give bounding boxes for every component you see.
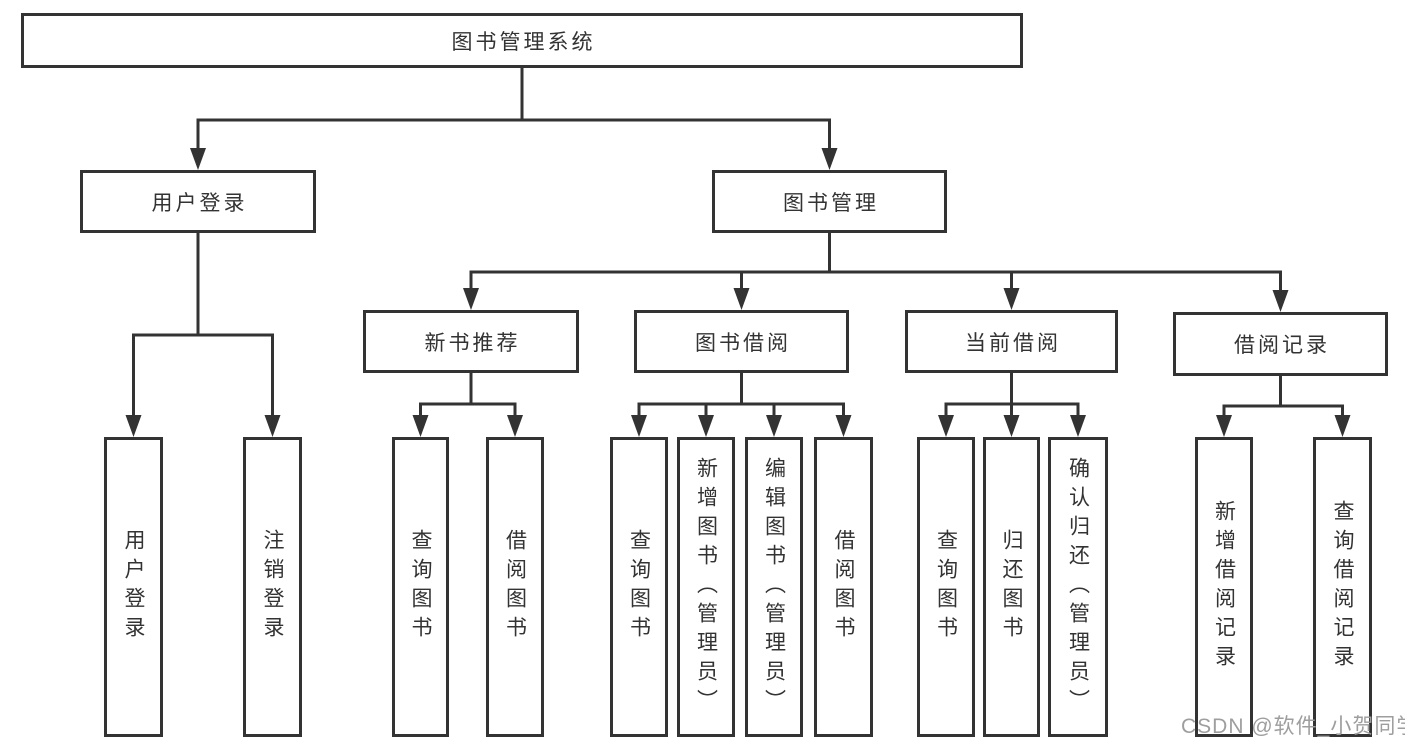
node-login: 用户登录 xyxy=(80,170,316,233)
node-label: 用户登录 xyxy=(151,191,248,215)
node-rec-1: 新增借阅记录 xyxy=(1195,437,1253,737)
arrowhead-icon xyxy=(1216,415,1232,437)
node-label: 查询图书 xyxy=(934,529,958,645)
node-label: 查询图书 xyxy=(627,529,651,645)
arrowhead-icon xyxy=(412,415,429,437)
node-borrow: 图书借阅 xyxy=(634,310,849,373)
node-cur-1: 查询图书 xyxy=(917,437,975,737)
node-label: 当前借阅 xyxy=(965,331,1061,355)
arrowhead-icon xyxy=(821,148,838,170)
node-cur-2: 归还图书 xyxy=(983,437,1040,737)
node-label: 借阅图书 xyxy=(832,529,855,645)
arrowhead-icon xyxy=(463,288,479,310)
node-label: 图书借阅 xyxy=(695,331,791,355)
node-records: 借阅记录 xyxy=(1173,312,1388,376)
arrowhead-icon xyxy=(766,415,782,437)
node-label: 新增图书（管理员） xyxy=(694,456,718,718)
node-label: 查询图书 xyxy=(409,529,432,645)
arrowhead-icon xyxy=(835,415,852,437)
node-login-2: 注销登录 xyxy=(243,437,302,737)
node-bor-3: 编辑图书（管理员） xyxy=(745,437,803,737)
arrowhead-icon xyxy=(125,415,142,437)
node-mgmt: 图书管理 xyxy=(712,170,947,233)
arrowhead-icon xyxy=(1334,415,1351,437)
arrowhead-icon xyxy=(938,415,954,437)
node-login-1: 用户登录 xyxy=(104,437,163,737)
node-label: 归还图书 xyxy=(1000,529,1023,645)
arrowhead-icon xyxy=(507,415,523,437)
node-newbook: 新书推荐 xyxy=(363,310,579,373)
node-label: 查询借阅记录 xyxy=(1331,500,1354,674)
node-new-2: 借阅图书 xyxy=(486,437,544,737)
node-label: 用户登录 xyxy=(122,529,145,645)
arrowhead-icon xyxy=(698,415,714,437)
arrowhead-icon xyxy=(190,148,206,170)
node-bor-4: 借阅图书 xyxy=(814,437,873,737)
node-label: 图书管理 xyxy=(783,191,879,215)
arrowhead-icon xyxy=(631,415,647,437)
node-new-1: 查询图书 xyxy=(392,437,449,737)
node-label: 确认归还（管理员） xyxy=(1066,456,1090,718)
node-rec-2: 查询借阅记录 xyxy=(1313,437,1372,737)
node-label: 借阅记录 xyxy=(1234,334,1330,357)
node-label: 新增借阅记录 xyxy=(1212,500,1236,674)
node-cur-3: 确认归还（管理员） xyxy=(1048,437,1108,737)
node-bor-1: 查询图书 xyxy=(610,437,668,737)
watermark: CSDN @软件_小贺同学 xyxy=(1181,715,1405,738)
node-label: 图书管理系统 xyxy=(451,30,596,54)
node-label: 新书推荐 xyxy=(424,331,521,355)
node-label: 编辑图书（管理员） xyxy=(762,456,786,718)
arrowhead-icon xyxy=(733,288,750,310)
arrowhead-icon xyxy=(1003,415,1020,437)
arrowhead-icon xyxy=(264,415,281,437)
arrowhead-icon xyxy=(1003,288,1020,310)
node-label: 借阅图书 xyxy=(503,529,527,645)
node-label: 注销登录 xyxy=(261,529,284,645)
node-root: 图书管理系统 xyxy=(21,13,1023,68)
arrowhead-icon xyxy=(1070,415,1086,437)
node-current: 当前借阅 xyxy=(905,310,1118,373)
arrowhead-icon xyxy=(1272,290,1289,312)
node-bor-2: 新增图书（管理员） xyxy=(677,437,735,737)
